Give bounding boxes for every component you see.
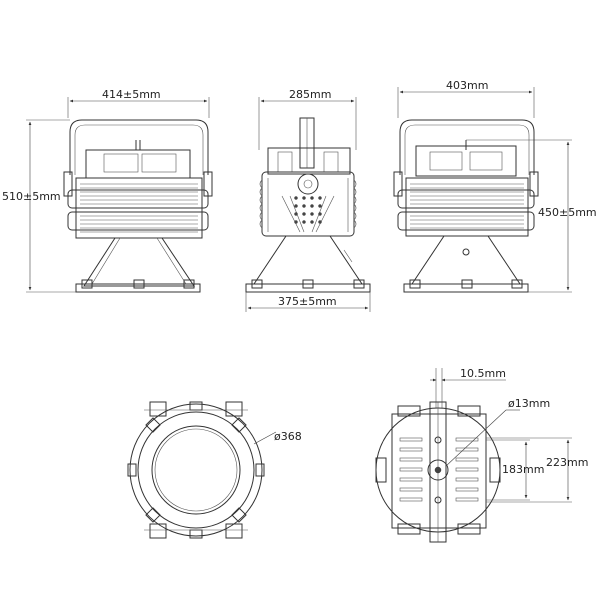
back-width-label: 403mm <box>446 79 488 92</box>
back-height-label: 450±5mm <box>538 206 597 219</box>
side-view: 285mm <box>245 88 371 312</box>
bracket-height-label: 223mm <box>546 456 588 469</box>
side-top-width-label: 285mm <box>289 88 331 101</box>
hole-diameter-label: ø13mm <box>508 397 550 410</box>
bracket-width-label: 10.5mm <box>460 367 506 380</box>
side-base-width-label: 375±5mm <box>278 295 337 308</box>
front-view: 414±5mm 510±5mm <box>2 88 213 293</box>
back-view: 403mm 450±5mm <box>393 79 597 293</box>
bottom-diameter-label: ø368 <box>274 430 302 443</box>
top-view: 10.5mm ø13mm 183m <box>375 367 588 543</box>
hole-spacing-label: 183mm <box>502 463 544 476</box>
front-height-label: 510±5mm <box>2 190 61 203</box>
bottom-view: ø368 <box>127 401 302 539</box>
front-width-label: 414±5mm <box>102 88 161 101</box>
